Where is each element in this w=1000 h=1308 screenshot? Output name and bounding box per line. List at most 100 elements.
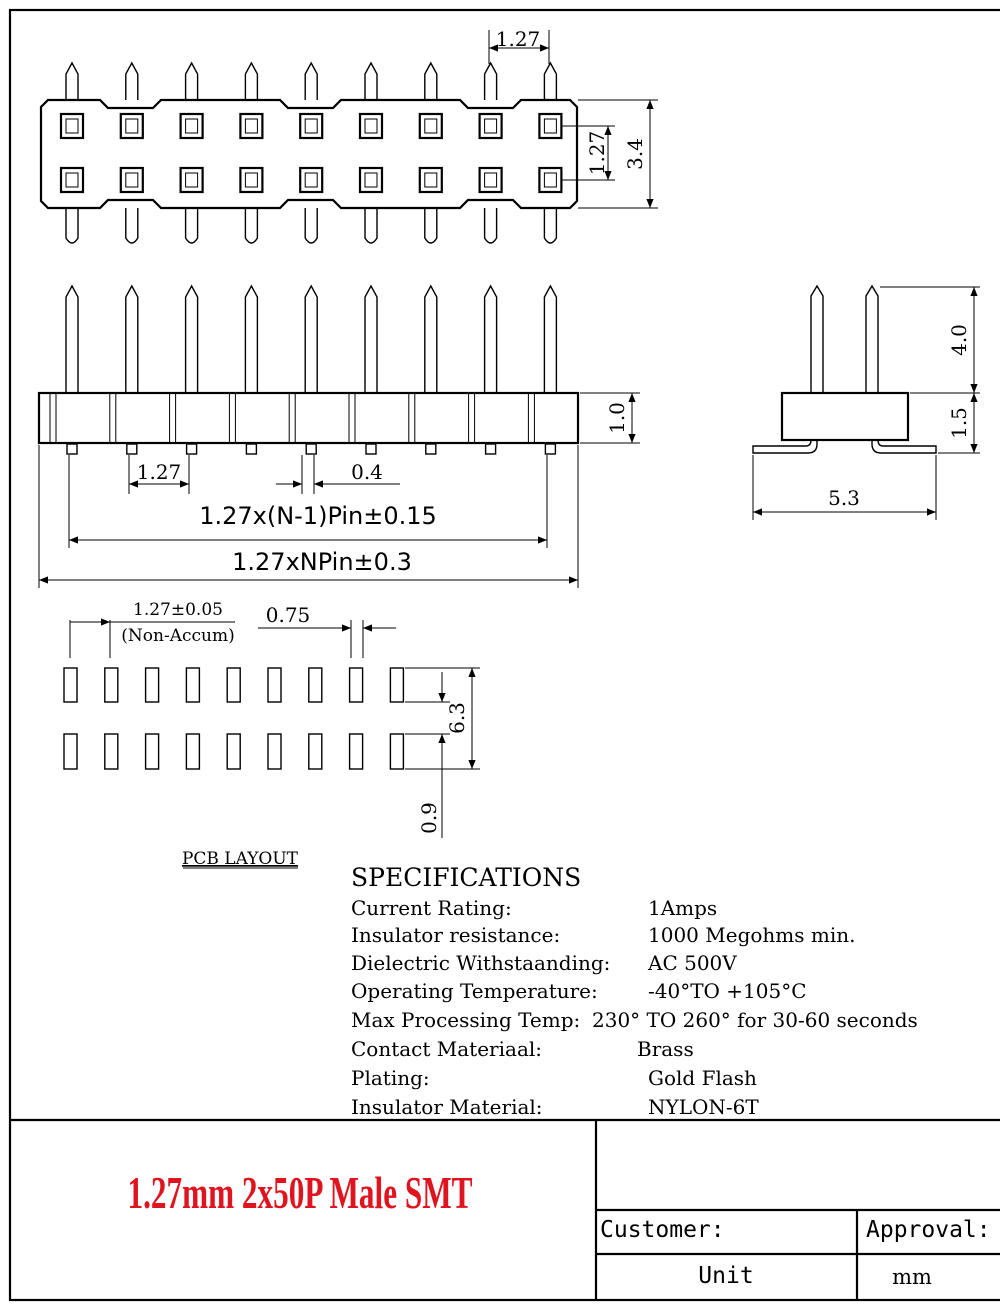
top-pad-outer — [119, 112, 144, 140]
top-pin-upper — [184, 61, 199, 100]
spec-label-7: Insulator Material: — [351, 1095, 543, 1119]
top-pin-upper — [424, 61, 438, 100]
pcb-pad-width-label: 0.75 — [266, 603, 311, 627]
unit-label: Unit — [698, 1263, 753, 1289]
pcb-pad-bottom — [267, 733, 282, 770]
top-pad-outer — [239, 166, 264, 194]
top-pin-upper — [304, 61, 318, 100]
top-pad-outer — [179, 112, 204, 140]
side-view: 4.0 1.5 5.3 — [752, 284, 980, 520]
front-pin-tail — [245, 443, 258, 455]
front-pin — [364, 284, 378, 393]
front-pin — [304, 284, 318, 393]
front-pin-width-label: 0.4 — [351, 460, 383, 484]
top-view: 1.27 1.27 3.4 — [39, 27, 658, 244]
front-pitch-label: 1.27 — [137, 460, 182, 484]
front-view-housing — [37, 391, 580, 445]
pcb-pad-bottom — [226, 733, 241, 770]
title-block: 1.27mm 2x50P Male SMT Customer: Approval… — [10, 1118, 1000, 1300]
spec-value-2: AC 500V — [647, 951, 737, 975]
pcb-pitch-label: 1.27±0.05 — [133, 600, 223, 620]
pcb-pad-bottom — [144, 733, 160, 770]
top-pin-upper — [543, 61, 558, 100]
product-title: 1.27mm 2x50P Male SMT — [128, 1167, 473, 1218]
spec-value-6: Gold Flash — [648, 1066, 757, 1090]
spec-label-2: Dielectric Withstaanding: — [351, 951, 610, 975]
front-pin-tail — [185, 443, 198, 455]
pcb-pad-top — [185, 667, 201, 703]
top-pad-inner — [125, 172, 139, 188]
top-pad-inner — [484, 118, 498, 134]
pcb-pad-top — [104, 667, 119, 703]
side-foot-right — [871, 439, 937, 454]
unit-value: mm — [892, 1265, 932, 1289]
pcb-pad-bottom — [308, 733, 323, 770]
pcb-layout-caption: PCB LAYOUT — [182, 849, 299, 869]
spec-label-6: Plating: — [351, 1066, 430, 1090]
specifications: SPECIFICATIONS Current Rating: 1Amps Ins… — [351, 863, 918, 1119]
side-body-height-label: 1.5 — [947, 407, 971, 439]
spec-value-3: -40°TO +105°C — [648, 979, 807, 1003]
top-pad-inner — [424, 118, 438, 134]
top-pin-lower — [125, 208, 139, 244]
top-pad-inner — [424, 172, 438, 188]
spec-value-1: 1000 Megohms min. — [648, 923, 855, 947]
front-pin — [125, 284, 139, 393]
top-pad-inner — [185, 118, 199, 134]
front-pin-tail — [365, 443, 377, 455]
top-pin-upper — [125, 61, 139, 100]
top-pad-inner — [65, 172, 79, 188]
top-pad-outer — [418, 166, 443, 194]
top-view-pins — [59, 61, 563, 244]
top-pad-outer — [59, 112, 85, 140]
front-pin-tail — [305, 443, 317, 455]
pcb-pitch-note: (Non-Accum) — [121, 626, 234, 646]
side-pin-left — [810, 284, 824, 393]
top-pad-inner — [244, 118, 258, 134]
top-pad-inner — [185, 172, 199, 188]
front-pin-tail — [484, 443, 497, 455]
top-pad-outer — [119, 166, 144, 194]
spec-value-0: 1Amps — [648, 896, 717, 920]
front-view-pins — [49, 284, 558, 455]
spec-label-1: Insulator resistance: — [351, 923, 560, 947]
top-pad-outer — [358, 112, 384, 140]
side-housing — [780, 391, 910, 442]
front-view: 1.0 1.27 0.4 1.27x(N-1)Pin±0.15 1.27xNPi… — [37, 284, 640, 588]
side-foot-span-label: 5.3 — [828, 486, 860, 510]
pcb-pad-bottom — [348, 733, 364, 770]
pcb-pad-top — [144, 667, 160, 703]
top-pad-inner — [364, 172, 378, 188]
top-pin-upper — [65, 61, 79, 100]
approval-label: Approval: — [866, 1217, 991, 1243]
pcb-pad-top — [389, 667, 405, 703]
top-pad-inner — [543, 172, 557, 188]
top-pad-inner — [304, 118, 318, 134]
side-pin-length-label: 4.0 — [947, 324, 971, 356]
top-pad-inner — [125, 118, 139, 134]
pcb-pad-top — [226, 667, 241, 703]
side-pin-right — [865, 284, 879, 393]
top-pad-outer — [59, 166, 85, 194]
top-pin-lower — [543, 208, 558, 244]
sheet-border — [8, 8, 1000, 1302]
pcb-pad-top — [348, 667, 364, 703]
front-height-label: 1.0 — [605, 402, 629, 434]
top-width-label: 3.4 — [623, 138, 647, 170]
top-pad-outer — [179, 166, 204, 194]
pcb-gap-label: 0.9 — [417, 802, 441, 834]
pcb-pad-bottom — [389, 733, 405, 770]
pcb-layout: 1.27±0.05 (Non-Accum) 0.75 6.3 0.9 PCB L… — [63, 600, 480, 869]
pcb-pad-top — [267, 667, 282, 703]
top-pad-outer — [478, 166, 503, 194]
top-pad-outer — [299, 112, 324, 140]
top-pad-outer — [358, 166, 384, 194]
spec-label-5: Contact Materiaal: — [351, 1037, 542, 1061]
front-pin-tail — [126, 443, 138, 455]
front-span-formula: 1.27x(N-1)Pin±0.15 — [199, 502, 437, 530]
top-pitch-label: 1.27 — [496, 27, 541, 51]
pcb-pad-top — [308, 667, 323, 703]
spec-value-4: 230° TO 260° for 30-60 seconds — [592, 1008, 918, 1032]
top-pad-outer — [478, 112, 503, 140]
